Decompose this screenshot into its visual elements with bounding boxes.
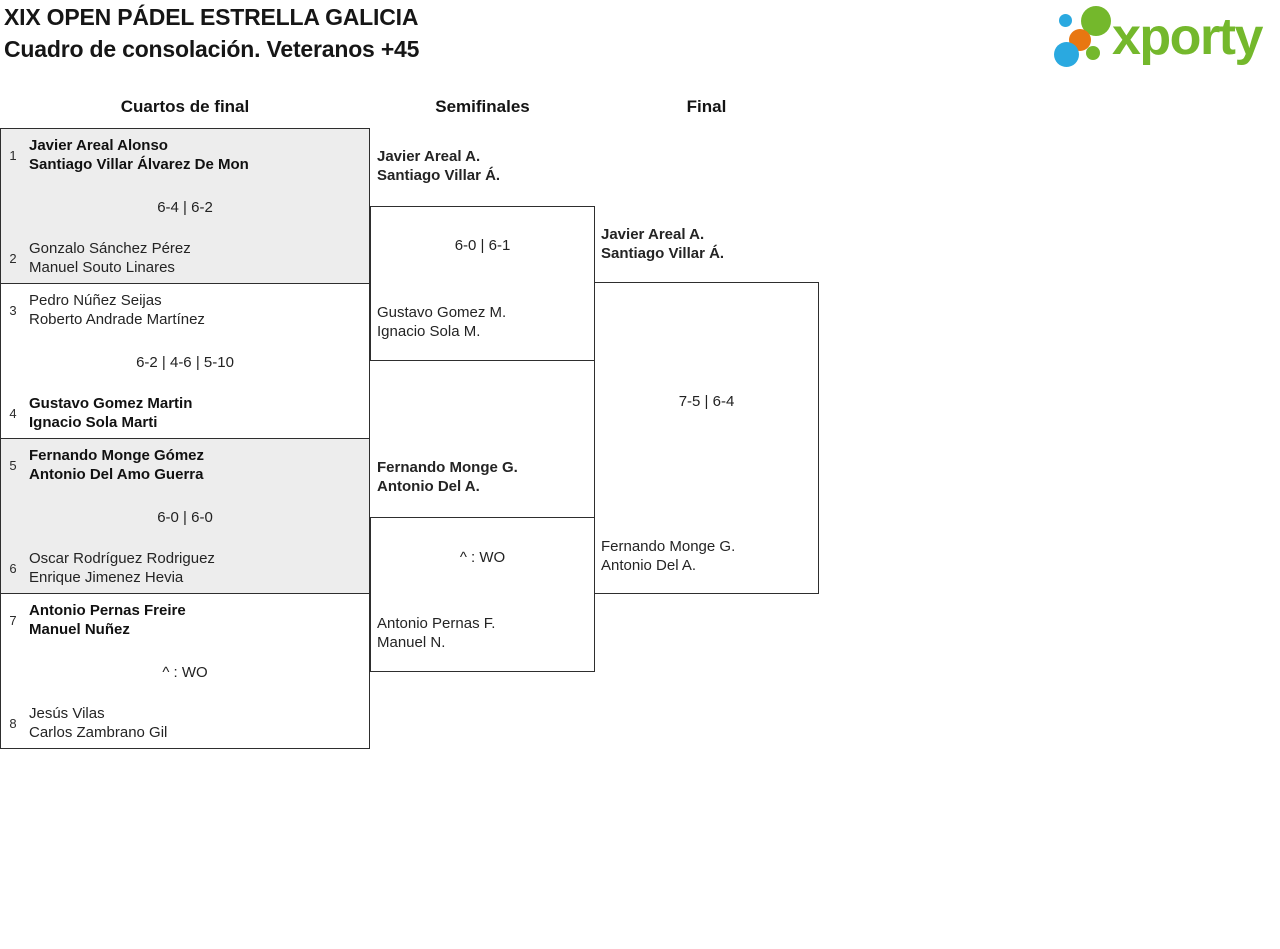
seed-number: 8 xyxy=(9,716,17,731)
player-name: Antonio Del A. xyxy=(377,477,480,495)
team-pair: Fernando Monge Gómez Antonio Del Amo Gue… xyxy=(29,447,204,484)
team-pair: Gonzalo Sánchez Pérez Manuel Souto Linar… xyxy=(29,240,191,277)
player-name: Javier Areal A. xyxy=(377,148,481,165)
player-name: Santiago Villar Álvarez De Mon xyxy=(29,155,249,173)
match-score: 6-4 | 6-2 xyxy=(157,199,213,216)
seed-number: 2 xyxy=(9,251,17,266)
seed-number: 4 xyxy=(9,406,17,421)
team-pair: Antonio Pernas Freire Manuel Nuñez xyxy=(29,602,186,639)
quarterfinal-match-1: 1 Javier Areal Alonso Santiago Villar Ál… xyxy=(0,128,370,284)
final-box xyxy=(594,282,819,594)
team-pair: Antonio Pernas F. Manuel N. xyxy=(377,615,495,652)
team-pair: Fernando Monge G. Antonio Del A. xyxy=(601,538,735,575)
player-name: Antonio Pernas F. xyxy=(377,615,496,632)
team-pair: Javier Areal A. Santiago Villar Á. xyxy=(377,148,500,185)
player-name: Roberto Andrade Martínez xyxy=(29,310,205,328)
round-header-quarterfinals: Cuartos de final xyxy=(120,97,250,116)
logo-dot-blue-large-icon xyxy=(1054,42,1079,67)
team-pair: Gustavo Gomez Martin Ignacio Sola Marti xyxy=(29,395,192,432)
team-pair: Pedro Núñez Seijas Roberto Andrade Martí… xyxy=(29,292,205,329)
player-name: Gustavo Gomez Martin xyxy=(29,395,193,412)
logo-dot-green-small-icon xyxy=(1086,46,1100,60)
match-score: 6-0 | 6-1 xyxy=(454,237,511,254)
player-name: Fernando Monge G. xyxy=(601,538,736,555)
team-pair: Javier Areal A. Santiago Villar Á. xyxy=(601,226,724,263)
xporty-logo[interactable]: xporty xyxy=(1050,3,1276,71)
player-name: Fernando Monge G. xyxy=(377,459,518,476)
round-header-final: Final xyxy=(686,97,727,116)
round-header-semifinals: Semifinales xyxy=(435,97,530,116)
seed-number: 6 xyxy=(9,561,17,576)
player-name: Carlos Zambrano Gil xyxy=(29,723,168,741)
match-score: ^ : WO xyxy=(459,549,506,566)
team-pair: Gustavo Gomez M. Ignacio Sola M. xyxy=(377,304,506,341)
player-name: Fernando Monge Gómez xyxy=(29,447,205,464)
player-name: Gustavo Gomez M. xyxy=(377,304,507,321)
match-score: 6-2 | 4-6 | 5-10 xyxy=(136,354,234,371)
team-pair: Oscar Rodríguez Rodriguez Enrique Jimene… xyxy=(29,550,215,587)
quarterfinal-match-3: 5 Fernando Monge Gómez Antonio Del Amo G… xyxy=(0,438,370,594)
team-pair: Jesús Vilas Carlos Zambrano Gil xyxy=(29,705,167,742)
player-name: Pedro Núñez Seijas xyxy=(29,292,162,309)
team-pair: Fernando Monge G. Antonio Del A. xyxy=(377,459,518,496)
page-subtitle: Cuadro de consolación. Veteranos +45 xyxy=(4,36,420,62)
player-name: Antonio Pernas Freire xyxy=(29,602,186,619)
seed-number: 5 xyxy=(9,458,17,473)
quarterfinal-match-2: 3 Pedro Núñez Seijas Roberto Andrade Mar… xyxy=(0,283,370,439)
player-name: Gonzalo Sánchez Pérez xyxy=(29,240,191,257)
page-title: XIX OPEN PÁDEL ESTRELLA GALICIA xyxy=(4,4,419,30)
logo-wordmark: xporty xyxy=(1112,8,1263,66)
player-name: Manuel N. xyxy=(377,633,446,651)
seed-number: 1 xyxy=(9,148,17,163)
player-name: Manuel Nuñez xyxy=(29,620,130,638)
match-score: 7-5 | 6-4 xyxy=(678,393,735,410)
seed-number: 7 xyxy=(9,613,17,628)
player-name: Oscar Rodríguez Rodriguez xyxy=(29,550,215,567)
seed-number: 3 xyxy=(9,303,17,318)
player-name: Santiago Villar Á. xyxy=(601,244,725,262)
match-score: ^ : WO xyxy=(162,664,208,681)
match-score: 6-0 | 6-0 xyxy=(157,509,213,526)
player-name: Enrique Jimenez Hevia xyxy=(29,568,184,586)
player-name: Santiago Villar Á. xyxy=(377,166,501,184)
team-pair: Javier Areal Alonso Santiago Villar Álva… xyxy=(29,137,249,174)
player-name: Ignacio Sola M. xyxy=(377,322,481,340)
player-name: Manuel Souto Linares xyxy=(29,258,175,276)
player-name: Ignacio Sola Marti xyxy=(29,413,158,431)
player-name: Jesús Vilas xyxy=(29,705,105,722)
quarterfinal-match-4: 7 Antonio Pernas Freire Manuel Nuñez ^ :… xyxy=(0,593,370,749)
player-name: Javier Areal A. xyxy=(601,226,705,243)
player-name: Antonio Del A. xyxy=(601,556,697,574)
logo-dot-blue-small-icon xyxy=(1059,14,1072,27)
semifinal-2-box xyxy=(370,517,595,672)
player-name: Antonio Del Amo Guerra xyxy=(29,465,204,483)
player-name: Javier Areal Alonso xyxy=(29,137,168,154)
